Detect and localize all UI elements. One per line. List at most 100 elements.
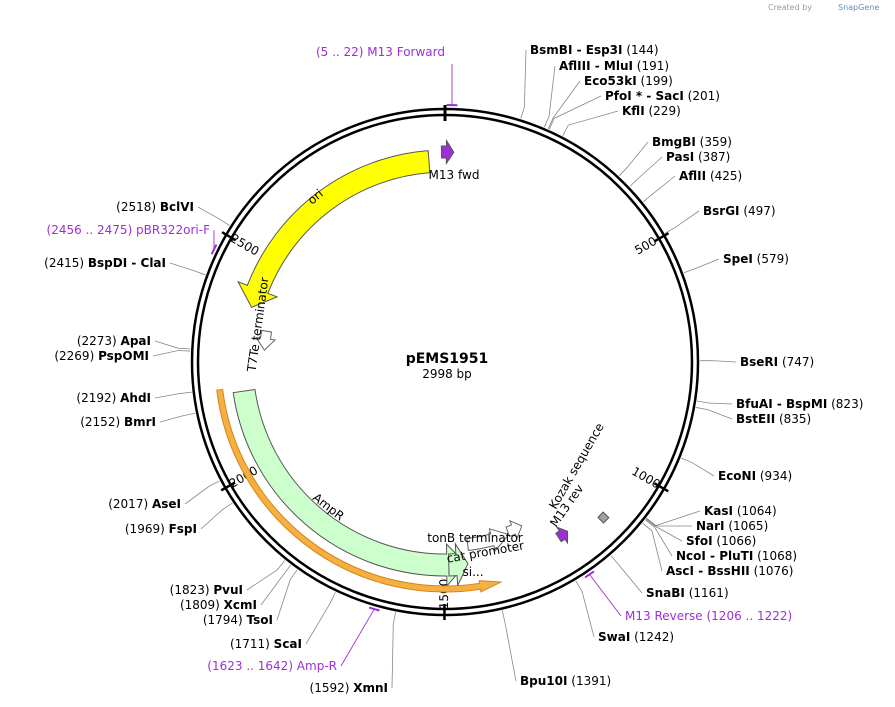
enzyme-label-bspdi: (2415) BspDI - ClaI bbox=[44, 256, 166, 270]
enzyme-leader-pasi bbox=[629, 156, 663, 187]
enzyme-label-asci: AscI - BssHII (1076) bbox=[666, 564, 793, 578]
enzyme-leader-pfoi bbox=[548, 95, 602, 130]
enzyme-leader-bsrgi bbox=[664, 210, 700, 234]
feature-amp-r-primer-region bbox=[216, 388, 503, 593]
primer-mark-pbr322ori-f bbox=[210, 244, 218, 255]
feature-t7te-terminator bbox=[255, 329, 277, 351]
enzyme-leader-snabi bbox=[610, 555, 643, 594]
tick-label-1000: 1000 bbox=[629, 464, 662, 491]
enzyme-leader-swai bbox=[575, 580, 595, 638]
enzyme-label-kasi: KasI (1064) bbox=[704, 504, 777, 518]
enzyme-label-pspomi: (2269) PspOMI bbox=[54, 349, 149, 363]
enzyme-label-swai: SwaI (1242) bbox=[598, 630, 674, 644]
primer-label-amp-r: (1623 .. 1642) Amp-R bbox=[207, 659, 337, 673]
feature-m13-rev bbox=[555, 526, 569, 545]
watermark-brand: SnapGene bbox=[838, 3, 879, 12]
enzyme-leader-asci bbox=[642, 522, 663, 572]
tick-mark-2500 bbox=[221, 231, 237, 242]
enzyme-leader-tsoi bbox=[276, 569, 298, 621]
feature-label-m13-fwd: M13 fwd bbox=[429, 168, 480, 182]
enzyme-leader-aflii bbox=[643, 175, 676, 202]
enzyme-label-eco53ki: Eco53kI (199) bbox=[584, 74, 673, 88]
enzyme-label-bmri: (2152) BmrI bbox=[80, 415, 156, 429]
enzyme-label-tsoi: (1794) TsoI bbox=[203, 613, 273, 627]
primer-label-m13-reverse: M13 Reverse (1206 .. 1222) bbox=[625, 609, 792, 623]
enzyme-leader-apai bbox=[154, 340, 191, 350]
enzyme-leader-sfoi bbox=[645, 518, 683, 542]
enzyme-leader-bpu10i bbox=[501, 610, 517, 682]
enzyme-leader-afliii bbox=[544, 65, 556, 128]
enzyme-leader-nari bbox=[646, 518, 693, 527]
feature-m13-fwd bbox=[440, 138, 455, 166]
enzyme-label-kfli: KflI (229) bbox=[622, 104, 681, 118]
enzyme-label-bclvi: (2518) BclVI bbox=[116, 200, 194, 214]
enzyme-label-spei: SpeI (579) bbox=[723, 252, 789, 266]
tick-mark-2000 bbox=[220, 481, 236, 492]
enzyme-leader-scai bbox=[305, 592, 336, 645]
watermark-created-by: Created by bbox=[768, 3, 812, 12]
primer-label-pbr322ori-f: (2456 .. 2475) pBR322ori-F bbox=[47, 223, 211, 237]
tick-mark-1000 bbox=[653, 482, 669, 493]
tick-label-2500: 2500 bbox=[228, 231, 261, 258]
enzyme-label-scai: (1711) ScaI bbox=[230, 637, 302, 651]
enzyme-leader-pvui bbox=[246, 560, 286, 591]
feature-label-tonb-terminator: tonB terminator bbox=[427, 531, 523, 545]
plasmid-size: 2998 bp bbox=[422, 367, 472, 381]
enzyme-label-afliii: AflIII - MluI (191) bbox=[559, 59, 669, 73]
enzymes-layer: BsmBI - Esp3I (144)AflIII - MluI (191)Ec… bbox=[44, 43, 863, 695]
enzyme-leader-asei bbox=[184, 480, 220, 505]
primer-mark-m13-reverse bbox=[584, 570, 595, 579]
enzyme-label-pvui: (1823) PvuI bbox=[170, 583, 243, 597]
primer-mark-amp-r bbox=[368, 606, 380, 612]
enzyme-label-econi: EcoNI (934) bbox=[718, 469, 792, 483]
enzyme-label-nari: NarI (1065) bbox=[696, 519, 768, 533]
enzyme-label-fspi: (1969) FspI bbox=[125, 522, 197, 536]
enzyme-leader-ahdi bbox=[154, 391, 192, 399]
enzyme-leader-kasi bbox=[646, 510, 701, 526]
enzyme-label-bseri: BseRI (747) bbox=[740, 355, 814, 369]
feature-label-si-feature: si... bbox=[462, 565, 483, 579]
enzyme-leader-bclvi bbox=[197, 206, 230, 226]
enzyme-leader-kfli bbox=[562, 110, 619, 136]
primer-leader-m13-reverse bbox=[589, 574, 622, 617]
feature-ampr bbox=[232, 388, 467, 588]
feature-kozak-sequence bbox=[597, 511, 610, 524]
enzyme-leader-bmri bbox=[159, 412, 196, 423]
enzyme-label-aflii: AflII (425) bbox=[679, 169, 742, 183]
watermark: Created by SnapGene bbox=[768, 3, 879, 12]
enzyme-leader-eco53ki bbox=[547, 80, 581, 130]
feature-tonb-terminator bbox=[505, 519, 523, 540]
enzyme-label-asei: (2017) AseI bbox=[108, 497, 181, 511]
primer-leader-amp-r bbox=[340, 608, 375, 667]
enzyme-leader-bfuai bbox=[696, 400, 733, 405]
feature-si-feature bbox=[448, 541, 469, 586]
enzyme-leader-fspi bbox=[200, 502, 233, 530]
enzyme-label-bpu10i: Bpu10I (1391) bbox=[520, 674, 611, 688]
enzyme-leader-bmgbi bbox=[618, 141, 649, 177]
enzyme-label-apai: (2273) ApaI bbox=[77, 334, 151, 348]
enzyme-leader-spei bbox=[683, 258, 720, 274]
feature-ori bbox=[237, 150, 431, 308]
enzyme-leader-xcmi bbox=[260, 564, 292, 606]
enzyme-leader-bseri bbox=[699, 360, 737, 363]
enzyme-leader-xmni bbox=[391, 612, 397, 689]
enzyme-label-bsteii: BstEII (835) bbox=[736, 412, 811, 426]
enzyme-leader-bsteii bbox=[695, 407, 733, 420]
enzyme-label-sfoi: SfoI (1066) bbox=[686, 534, 756, 548]
plasmid-name: pEMS1951 bbox=[406, 351, 489, 367]
enzyme-leader-pspomi bbox=[152, 350, 191, 357]
enzyme-label-xmni: (1592) XmnI bbox=[310, 681, 388, 695]
enzyme-label-bfuai: BfuAI - BspMI (823) bbox=[736, 397, 863, 411]
enzyme-label-snabi: SnaBI (1161) bbox=[646, 586, 729, 600]
feature-cat-promoter bbox=[466, 528, 510, 552]
enzyme-leader-ncoi bbox=[645, 519, 673, 557]
enzyme-label-bsmbi: BsmBI - Esp3I (144) bbox=[530, 43, 659, 57]
enzyme-label-pasi: PasI (387) bbox=[666, 150, 730, 164]
enzyme-leader-bsmbi bbox=[520, 49, 527, 119]
enzyme-label-ncoi: NcoI - PluTI (1068) bbox=[676, 549, 797, 563]
enzyme-label-pfoi: PfoI * - SacI (201) bbox=[605, 89, 720, 103]
enzyme-leader-bspdi bbox=[169, 262, 206, 276]
tick-mark-500 bbox=[654, 232, 670, 243]
